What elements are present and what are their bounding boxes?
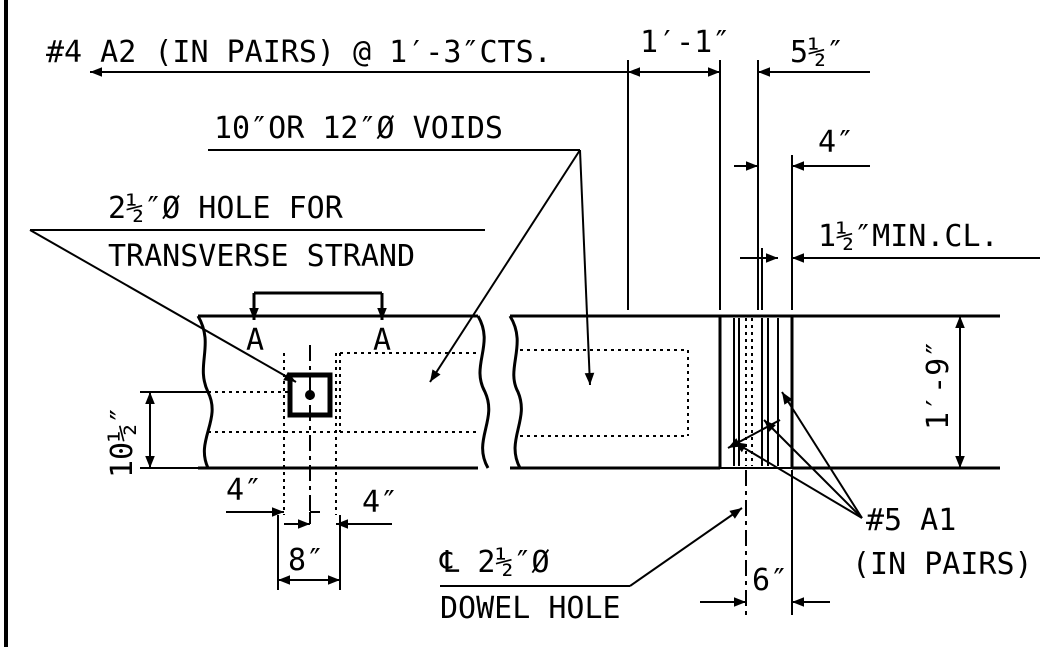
left-slab-segment bbox=[196, 314, 491, 525]
rebar-a1-annotation: #5 A1 (IN PAIRS) bbox=[733, 391, 1033, 582]
dim-1-9-label: 1′-9″ bbox=[921, 340, 956, 430]
section-marker-a-left: A bbox=[246, 323, 264, 358]
dim-1-1-label: 1′-1″ bbox=[640, 25, 730, 60]
dim-4-top-label: 4″ bbox=[818, 125, 854, 160]
voids-label: 10″OR 12″Ø VOIDS bbox=[214, 111, 503, 146]
rebar-a1-label-line2: (IN PAIRS) bbox=[852, 547, 1033, 582]
hole-position-dimensions: 4″ 4″ 8″ bbox=[226, 473, 398, 590]
dim-10-5-label: 10½″ bbox=[105, 406, 140, 478]
section-marker-a-right: A bbox=[373, 323, 391, 358]
min-cl-label: 1½″MIN.CL. bbox=[818, 219, 999, 254]
dim-6-label: 6″ bbox=[752, 563, 788, 598]
top-annotations: #4 A2 (IN PAIRS) @ 1′-3″CTS. 1′-1″ 5½″ 4… bbox=[29, 25, 1040, 386]
dim-8-label: 8″ bbox=[288, 543, 324, 578]
dim-4-left-label: 4″ bbox=[226, 473, 262, 508]
rebar-a1-label-line1: #5 A1 bbox=[866, 503, 956, 538]
depth-dimension: 1′-9″ bbox=[921, 316, 965, 468]
dim-4-right-label: 4″ bbox=[362, 485, 398, 520]
dowel-hole-annotation: ℄ 2½″Ø DOWEL HOLE bbox=[439, 419, 781, 626]
dowel-label-line2: DOWEL HOLE bbox=[440, 591, 621, 626]
hole-label-line1: 2½″Ø HOLE FOR bbox=[108, 191, 344, 226]
dowel-label-line1: ℄ 2½″Ø bbox=[439, 545, 550, 580]
dim-5-5-label: 5½″ bbox=[790, 35, 844, 70]
strand-height-dimension: 10½″ bbox=[105, 391, 208, 478]
dowel-offset-dimension: 6″ bbox=[700, 470, 830, 615]
hole-label-line2: TRANSVERSE STRAND bbox=[108, 239, 415, 274]
rebar-a2-label: #4 A2 (IN PAIRS) @ 1′-3″CTS. bbox=[46, 35, 552, 70]
